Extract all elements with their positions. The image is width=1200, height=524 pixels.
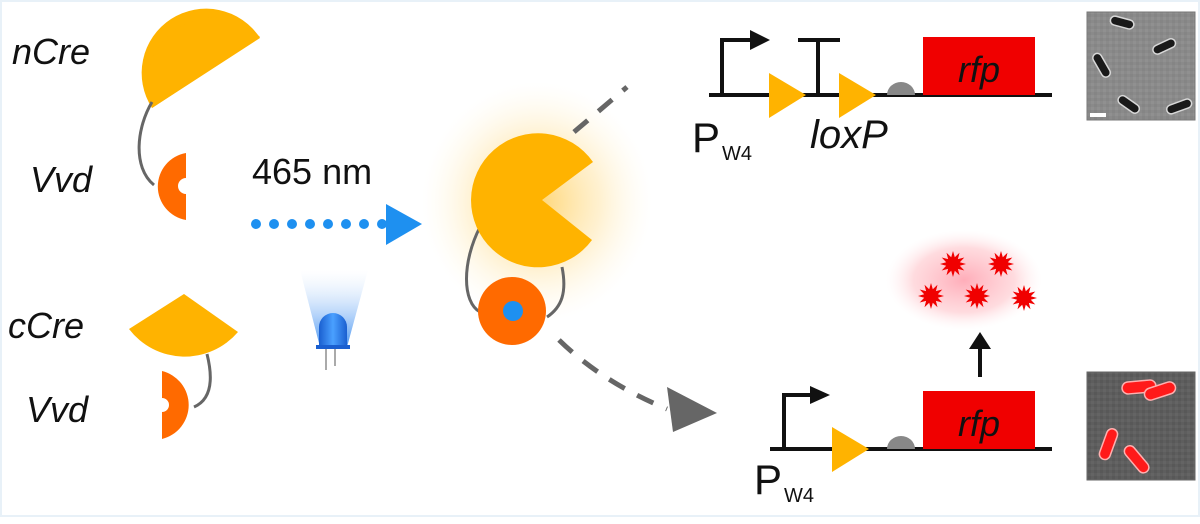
promoter-arrow-top [720,38,752,95]
expression-arrowhead [969,332,991,349]
linker-loop [465,226,566,319]
dashed-arrow-bottom [557,338,668,412]
blue-dotted-arrow [251,204,422,245]
rfp-gene-bottom [923,391,1035,449]
promoter-subscript-top: W4 [722,143,752,165]
rfp-label-bottom: rfp [958,403,1000,444]
fluorescence-glow [886,230,1042,330]
promoter-subscript-bottom: W4 [784,485,814,507]
vvd-label-bottom: Vvd [26,389,89,430]
linker-bottom [193,353,212,409]
cre-pacman [471,133,593,268]
ccre-label: cCre [8,305,84,346]
loxp-label: loxP [810,113,888,157]
vvd-label-top: Vvd [30,159,93,200]
promoter-label-bottom: P [754,456,782,503]
micrograph-red-cells [1086,371,1196,481]
linker-top [137,101,156,187]
rbs-bottom [887,436,915,449]
loxp-site-1 [769,73,806,118]
rfp-star [918,283,944,309]
dashed-arrowhead [667,387,717,432]
wavelength-label: 465 nm [252,151,372,192]
loxp-site-remaining [832,427,869,472]
micrograph-dark-cells [1086,11,1196,121]
ccre-shape [129,294,238,357]
bottom-construct: rfp P W4 [754,386,1052,507]
vvd-bottom-shape [162,371,189,439]
promoter-label-top: P [692,114,720,161]
rfp-fluorescence-stars [918,251,1037,311]
rbs-top [887,82,915,95]
vvd-top-shape [157,153,186,220]
rfp-gene-top [923,37,1035,95]
loxp-site-2 [839,73,876,118]
blue-led-icon [300,270,368,370]
promoter-arrow-bottom [782,393,810,449]
rfp-label-top: rfp [958,49,1000,90]
rfp-star [964,283,990,309]
rfp-star [940,251,966,277]
rfp-star [1011,285,1037,311]
rfp-star [988,251,1014,277]
dashed-arrow-top [572,85,629,134]
top-construct: rfp P W4 loxP [692,30,1052,165]
ncre-shape [147,17,260,108]
ncre-label: nCre [12,31,90,72]
fad-chromophore-dot [503,301,523,321]
